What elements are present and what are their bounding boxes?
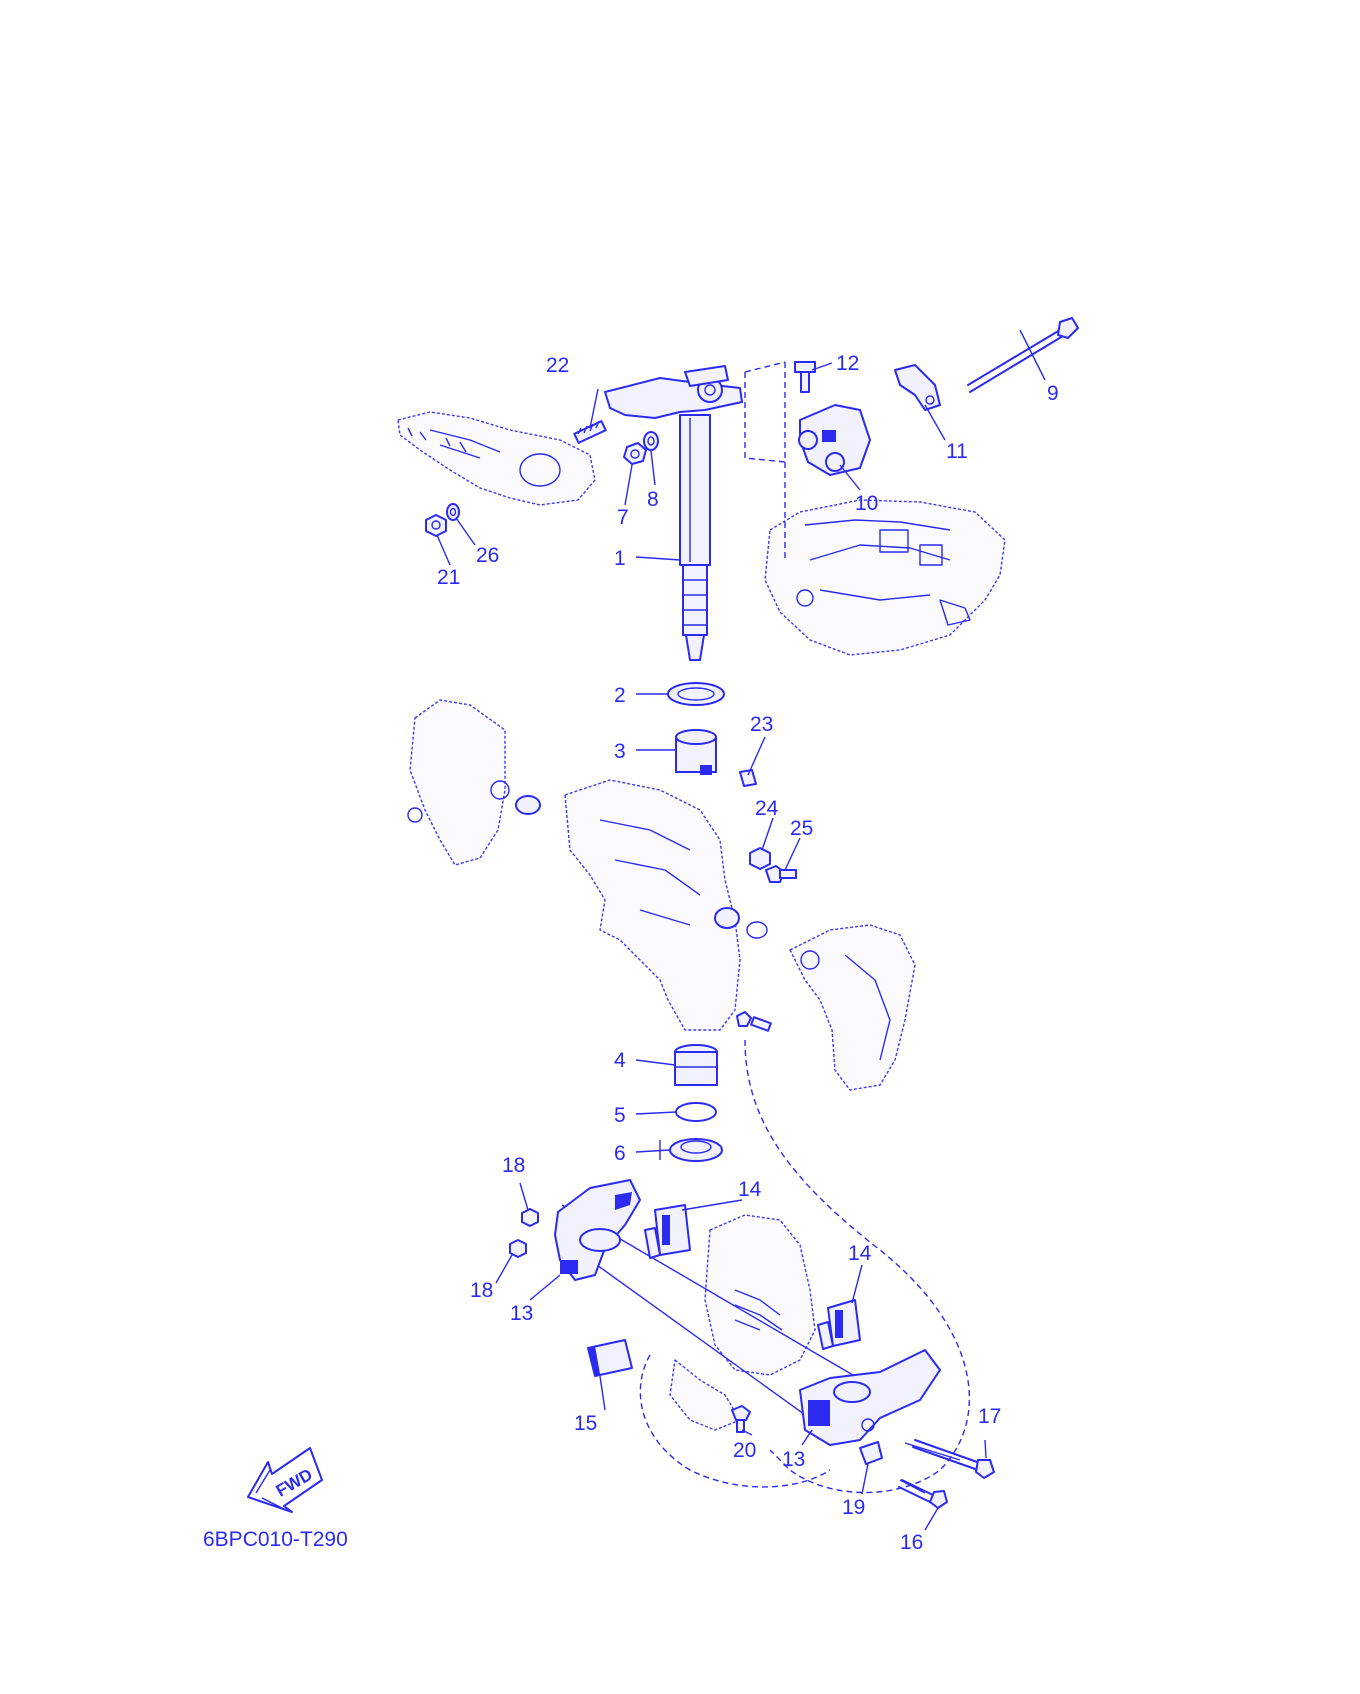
plate-19 (859, 1441, 883, 1465)
bolt-16 (898, 1479, 948, 1509)
callout-24: 24 (755, 797, 779, 820)
o-ring-5 (675, 1102, 717, 1122)
leader-lines (436, 329, 1046, 1531)
callout-5: 5 (614, 1104, 626, 1127)
callout-13b: 13 (782, 1448, 805, 1471)
callout-18b: 18 (470, 1279, 493, 1302)
nut-7 (623, 442, 647, 465)
callout-20: 20 (733, 1439, 756, 1462)
callout-1: 1 (614, 547, 626, 570)
thrust-washer-2 (667, 682, 725, 706)
lower-mount-housing-13b (799, 1349, 941, 1446)
callout-13a: 13 (510, 1302, 533, 1325)
drawing-code: 6BPC010-T290 (203, 1528, 348, 1551)
callout-4: 4 (614, 1049, 626, 1072)
lower-case-outline (669, 1214, 816, 1431)
lower-mount-housing-13a (554, 1179, 641, 1281)
rubber-mount-14a (644, 1204, 691, 1259)
callout-9: 9 (1047, 382, 1059, 405)
upper-mount-10 (798, 404, 871, 476)
washer-26 (446, 503, 460, 521)
bolt-20 (731, 1405, 751, 1433)
block-15 (587, 1339, 633, 1377)
fwd-direction-arrow: FWD (247, 1447, 323, 1513)
nut-24 (749, 847, 771, 870)
callout-26: 26 (476, 544, 499, 567)
bolt-12 (794, 361, 816, 393)
callout-16: 16 (900, 1531, 923, 1554)
callout-18a: 18 (502, 1154, 525, 1177)
callout-23: 23 (750, 713, 773, 736)
callout-14a: 14 (738, 1178, 762, 1201)
rubber-mount-14b (817, 1299, 861, 1350)
upper-mount-bracket-outline (397, 411, 596, 506)
callout-3: 3 (614, 740, 626, 763)
washer-8 (643, 431, 659, 451)
callout-10: 10 (855, 492, 878, 515)
swivel-bracket-outline (407, 699, 916, 1091)
callout-25: 25 (790, 817, 813, 840)
callout-7: 7 (617, 506, 629, 529)
callout-11: 11 (946, 440, 968, 463)
bracket-plate-11 (894, 364, 941, 411)
steering-shaft (604, 365, 743, 661)
callout-22: 22 (546, 354, 569, 377)
key-23 (739, 769, 757, 787)
callout-19: 19 (842, 1496, 865, 1519)
bottom-cowling-outline (764, 499, 1006, 656)
grease-fitting (736, 1011, 772, 1032)
nut-18a (521, 1208, 539, 1227)
callout-15: 15 (574, 1412, 597, 1435)
nut-21 (425, 514, 447, 537)
bushing-pins (515, 795, 768, 939)
callout-labels: 1 2 3 4 5 6 7 8 9 10 11 12 13 13 14 14 1… (437, 352, 1059, 1554)
stud-bolt-22 (573, 420, 607, 444)
callout-17: 17 (978, 1405, 1001, 1428)
upper-bushing-3 (675, 729, 717, 775)
bolt-25 (765, 865, 797, 883)
callout-12: 12 (836, 352, 859, 375)
nut-18b (509, 1239, 527, 1258)
callout-14b: 14 (848, 1242, 872, 1265)
callout-2: 2 (614, 684, 626, 707)
seal-6 (669, 1138, 723, 1162)
callout-21: 21 (437, 566, 460, 589)
bolt-17 (912, 1439, 995, 1479)
long-bolt-9 (967, 317, 1079, 393)
callout-6: 6 (614, 1142, 626, 1165)
callout-8: 8 (647, 488, 659, 511)
lower-bushing-4 (674, 1044, 718, 1086)
